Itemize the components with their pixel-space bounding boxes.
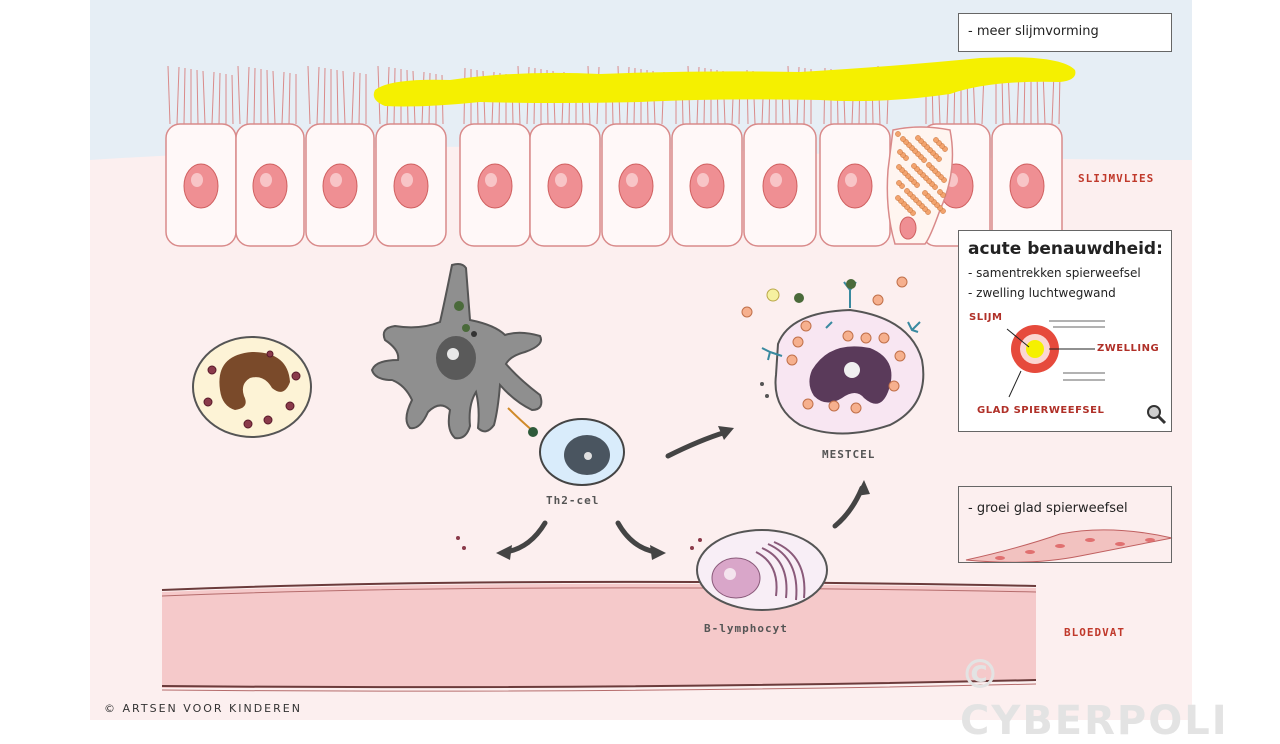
th2-label: Th2-cel: [546, 494, 600, 507]
small-granules: [456, 536, 702, 550]
acute-line2: - zwelling luchtwegwand: [968, 286, 1116, 300]
acute-info-box: acute benauwdheid: - samentrekken spierw…: [958, 230, 1172, 432]
airway-cross-section: [1006, 320, 1105, 398]
eosinophil-cell: [192, 336, 312, 438]
magnifier-icon[interactable]: [1145, 403, 1167, 425]
mucus-info-box: - meer slijmvorming: [958, 13, 1172, 52]
epithelial-cell: [743, 123, 817, 247]
glad-spierweefsel-label: GLAD SPIERWEEFSEL: [977, 405, 1105, 416]
mestcel-label: MESTCEL: [822, 448, 876, 461]
epithelial-cell: [165, 123, 237, 247]
epithelial-cell: [601, 123, 671, 247]
bloedvat-label: BLOEDVAT: [1064, 626, 1125, 639]
growth-info-text: - groei glad spierweefsel: [968, 501, 1128, 516]
growth-info-box: - groei glad spierweefsel: [958, 486, 1172, 563]
copyright-text: © ARTSEN VOOR KINDEREN: [104, 702, 302, 715]
mucus-info-text: - meer slijmvorming: [968, 24, 1099, 39]
epithelial-cell: [671, 123, 743, 247]
dendritic-cell: [370, 263, 543, 440]
cyberpoli-logo: © CYBERPOLI: [960, 652, 1229, 744]
blood-vessel: [161, 580, 1037, 692]
blymph-label: B-lymphocyt: [704, 622, 788, 635]
zwelling-label: ZWELLING: [1097, 343, 1160, 354]
slijm-label: SLIJM: [969, 312, 1003, 323]
epithelial-cell: [375, 123, 447, 247]
arrow-heads: [496, 426, 870, 560]
epithelium-cells: [165, 123, 1063, 247]
epithelial-cell: [819, 123, 891, 247]
epithelial-cell: [459, 123, 531, 247]
epithelial-cell: [305, 123, 375, 247]
epithelial-cell: [235, 123, 305, 247]
connector-dot: [528, 427, 538, 437]
slijmvlies-label: SLIJMVLIES: [1078, 172, 1155, 185]
acute-title: acute benauwdheid:: [968, 239, 1163, 259]
epithelial-cell: [991, 123, 1063, 247]
b-lymphocyte: [696, 529, 828, 611]
mast-cell: [741, 276, 925, 435]
acute-line1: - samentrekken spierweefsel: [968, 266, 1141, 280]
mucus-yellow: [373, 57, 1076, 107]
epithelial-cell: [529, 123, 601, 247]
smooth-muscle-drawing: [965, 529, 1173, 563]
goblet-cell: [886, 126, 954, 245]
th2-cell: [539, 418, 625, 486]
